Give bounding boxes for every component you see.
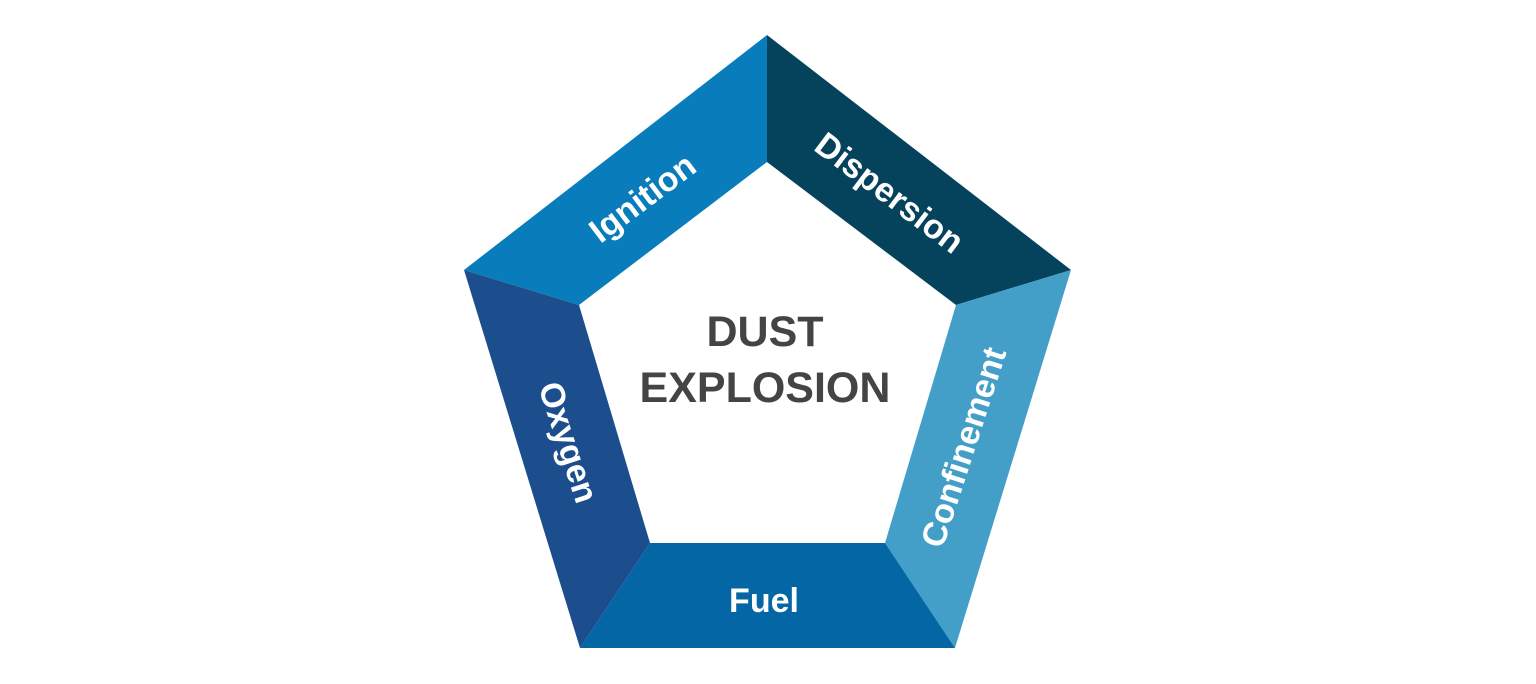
segment-dispersion	[767, 35, 1071, 305]
segment-fuel	[580, 543, 955, 648]
center-title-line1: DUST	[706, 308, 823, 356]
segment-oxygen	[464, 270, 650, 648]
segment-confinement	[885, 270, 1071, 648]
center-title-line2: EXPLOSION	[640, 364, 891, 412]
segment-ignition	[464, 35, 767, 305]
label-fuel: Fuel	[729, 582, 799, 620]
